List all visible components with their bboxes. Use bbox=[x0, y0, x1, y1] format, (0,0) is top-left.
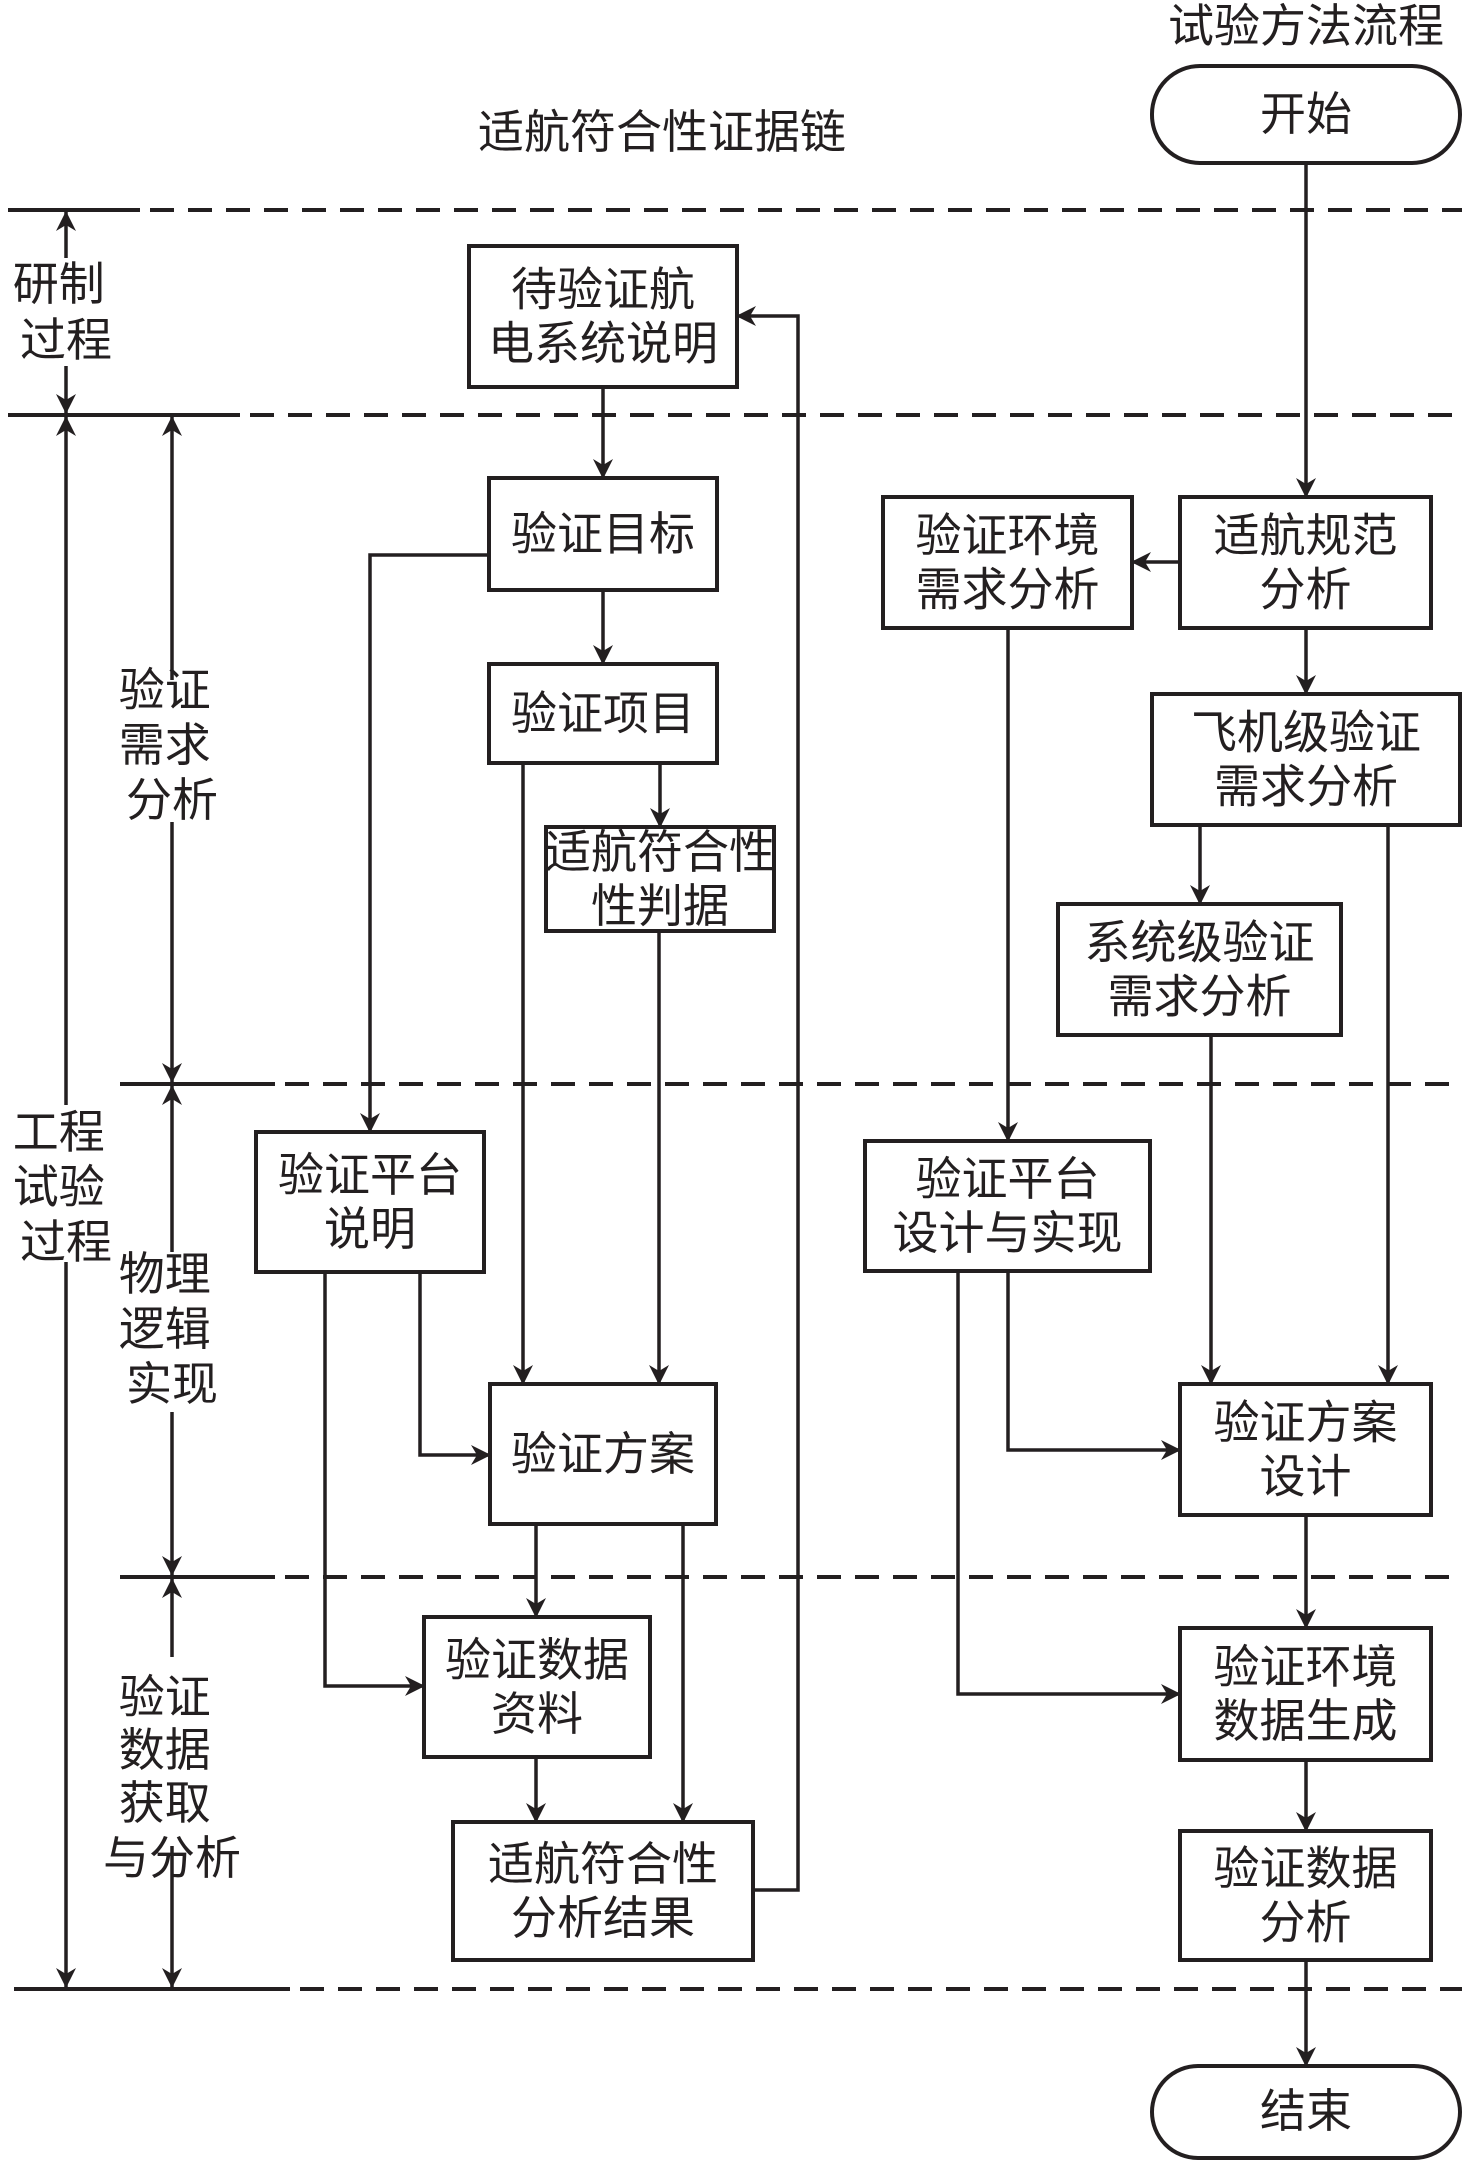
verification-item-box bbox=[487, 662, 719, 765]
airworthiness-spec-label-line-2: 分析 bbox=[1260, 563, 1352, 617]
phase-separators bbox=[8, 208, 1462, 1991]
compliance-result-label-line-1: 适航符合性 bbox=[488, 1837, 718, 1891]
aircraft-requirement-label-line-1: 飞机级验证 bbox=[1191, 706, 1421, 760]
system-requirement-label-line-2: 需求分析 bbox=[1108, 970, 1292, 1024]
verification-data-label-line-2: 资料 bbox=[491, 1687, 583, 1741]
phase-label-requirement-analysis: 验证 需求 分析 bbox=[119, 663, 226, 827]
test-method-flow-title: 试验方法流程 bbox=[1168, 0, 1444, 53]
compliance-criteria-box bbox=[544, 825, 776, 933]
phase-label-engineering-test: 工程 试验 过程 bbox=[13, 1105, 120, 1269]
compliance-result-box bbox=[451, 1820, 755, 1962]
verification-data-label-line-1: 验证数据 bbox=[445, 1633, 629, 1687]
env-requirement-label-line-2: 需求分析 bbox=[916, 563, 1100, 617]
verification-plan-box bbox=[488, 1382, 718, 1526]
aircraft-requirement-box bbox=[1150, 692, 1462, 827]
edge-platform-desc-to-data bbox=[323, 1272, 425, 1696]
platform-design-label-line-2: 设计与实现 bbox=[893, 1206, 1123, 1260]
node-end: 结束 bbox=[1150, 2064, 1462, 2160]
edge-result-feedback-to-avionics bbox=[736, 306, 800, 1892]
compliance-criteria-label-line-1: 适航符合性 bbox=[545, 825, 775, 879]
node-verification-item: 验证项目 bbox=[487, 662, 719, 765]
phase-axes bbox=[56, 211, 182, 1988]
verification-data-box bbox=[422, 1615, 652, 1759]
end-label: 结束 bbox=[1260, 2084, 1352, 2138]
compliance-criteria-label-line-2: 性判据 bbox=[591, 879, 729, 933]
node-verification-plan: 验证方案 bbox=[488, 1382, 718, 1526]
data-analysis-label-line-1: 验证数据 bbox=[1214, 1842, 1398, 1896]
phase-labels: 研制 过程 工程 试验 过程 验证 需求 分析 物理 逻辑 实现 验证 数据 获… bbox=[13, 257, 241, 1885]
start-label: 开始 bbox=[1260, 87, 1352, 141]
phase-label-data-acquisition: 验证 数据 获取 与分析 bbox=[103, 1670, 241, 1885]
verification-goal-label-line-1: 验证目标 bbox=[511, 507, 695, 561]
platform-design-label-line-1: 验证平台 bbox=[916, 1152, 1100, 1206]
platform-design-box bbox=[863, 1139, 1152, 1273]
plan-design-label-line-1: 验证方案 bbox=[1214, 1396, 1398, 1450]
aircraft-requirement-label-line-2: 需求分析 bbox=[1214, 760, 1398, 814]
system-requirement-label-line-1: 系统级验证 bbox=[1085, 916, 1315, 970]
data-analysis-box bbox=[1178, 1829, 1433, 1962]
phase-label-physical-logic: 物理 逻辑 实现 bbox=[119, 1247, 226, 1411]
process-nodes: 待验证航电系统说明验证目标验证项目适航符合性性判据验证平台说明验证方案验证数据资… bbox=[254, 244, 1462, 1962]
env-requirement-box bbox=[881, 495, 1134, 630]
end-terminal-shape bbox=[1150, 2064, 1462, 2160]
edge-goal-to-platform-desc bbox=[360, 553, 489, 1133]
platform-description-label-line-1: 验证平台 bbox=[278, 1148, 462, 1202]
airworthiness-spec-label-line-1: 适航规范 bbox=[1214, 509, 1398, 563]
data-analysis-label-line-2: 分析 bbox=[1260, 1896, 1352, 1950]
avionics-description-label-line-2: 电系统说明 bbox=[488, 317, 718, 371]
node-verification-goal: 验证目标 bbox=[487, 476, 719, 592]
platform-description-label-line-2: 说明 bbox=[324, 1202, 416, 1256]
verification-plan-label-line-1: 验证方案 bbox=[511, 1427, 695, 1481]
node-start: 开始 bbox=[1150, 64, 1462, 165]
env-data-generation-label-line-2: 数据生成 bbox=[1214, 1694, 1398, 1748]
edge-platform-design-to-env-data bbox=[956, 1271, 1181, 1704]
system-requirement-box bbox=[1056, 902, 1343, 1037]
avionics-description-box bbox=[467, 244, 739, 389]
avionics-description-label-line-1: 待验证航 bbox=[511, 263, 695, 317]
evidence-chain-title: 适航符合性证据链 bbox=[478, 105, 846, 159]
plan-design-box bbox=[1178, 1382, 1433, 1517]
edge-platform-design-to-plan-design bbox=[1006, 1271, 1181, 1460]
edge-platform-desc-to-plan bbox=[418, 1272, 491, 1465]
verification-goal-box bbox=[487, 476, 719, 592]
verification-item-label-line-1: 验证项目 bbox=[511, 687, 695, 741]
start-terminal-shape bbox=[1150, 64, 1462, 165]
platform-description-box bbox=[254, 1130, 486, 1274]
phase-label-development: 研制 过程 bbox=[13, 257, 120, 367]
env-data-generation-label-line-1: 验证环境 bbox=[1214, 1640, 1398, 1694]
airworthiness-spec-box bbox=[1178, 495, 1433, 630]
compliance-result-label-line-2: 分析结果 bbox=[511, 1891, 695, 1945]
env-data-generation-box bbox=[1178, 1626, 1433, 1762]
plan-design-label-line-2: 设计 bbox=[1260, 1450, 1352, 1504]
edges bbox=[323, 163, 1398, 2067]
env-requirement-label-line-1: 验证环境 bbox=[916, 509, 1100, 563]
